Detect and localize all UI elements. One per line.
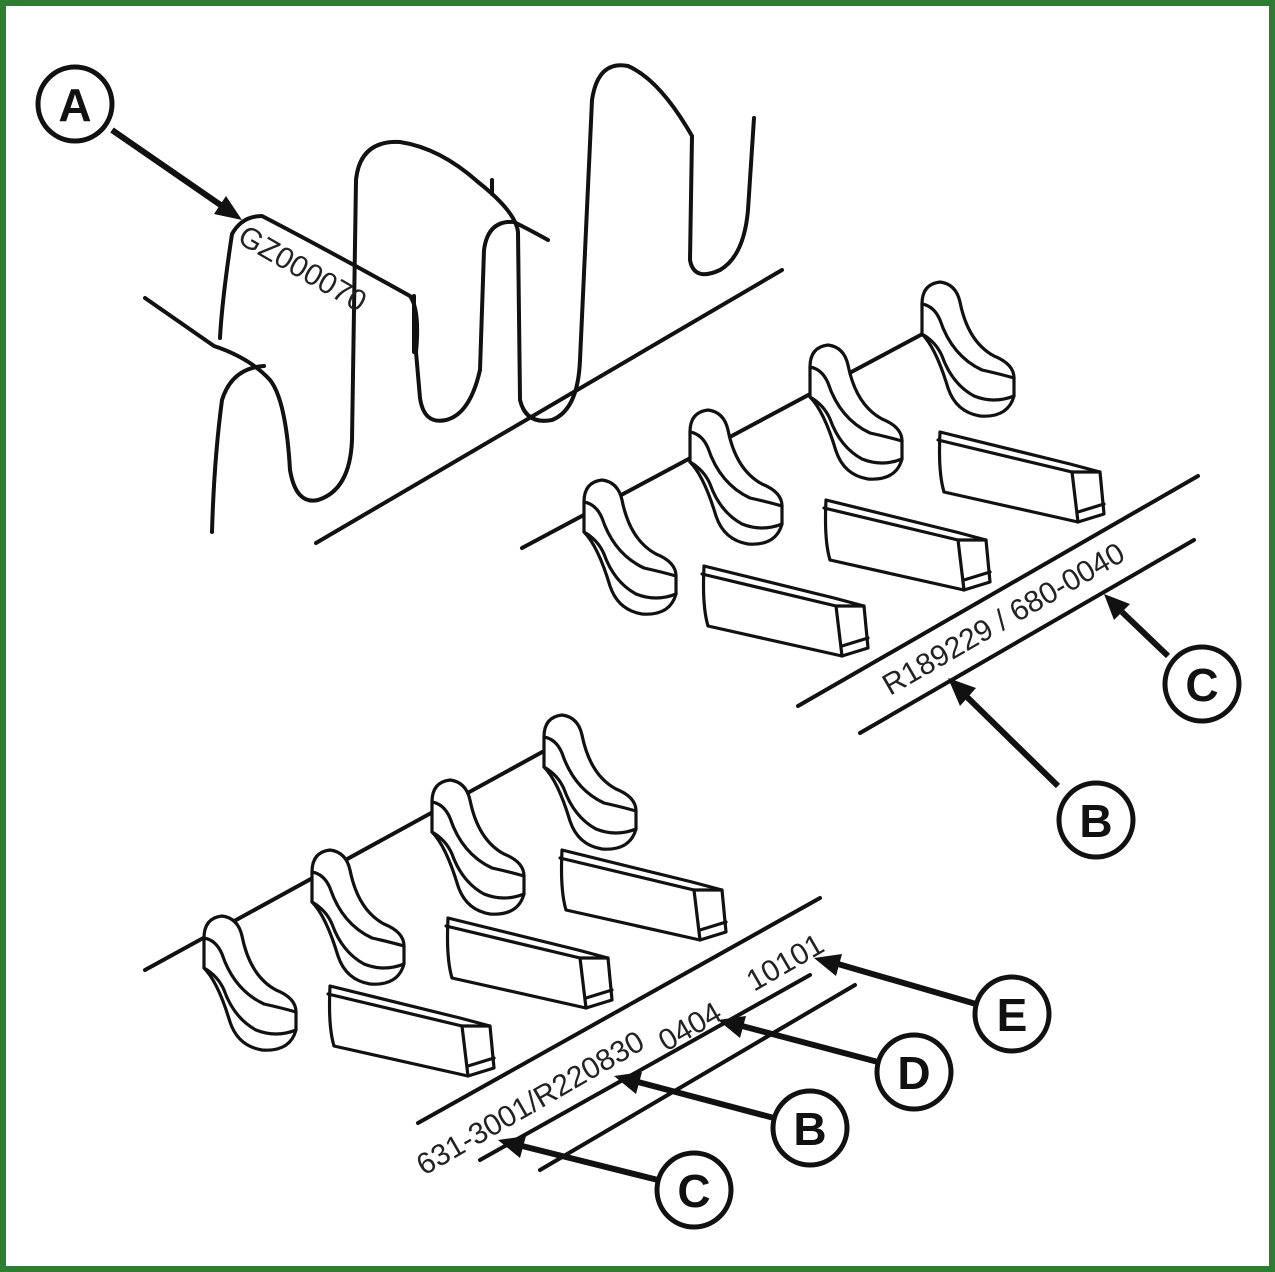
lug bbox=[542, 713, 638, 851]
callout-bottom-e: E bbox=[814, 954, 1052, 1054]
callout-top-b-label: B bbox=[1079, 795, 1112, 847]
bar-tread bbox=[936, 430, 1106, 524]
bar-tread bbox=[700, 564, 870, 658]
lug bbox=[808, 343, 904, 481]
bar-tread bbox=[326, 984, 496, 1078]
callout-top-c: C bbox=[1104, 594, 1242, 724]
lug bbox=[920, 280, 1016, 418]
callout-bottom-c: C bbox=[498, 1136, 734, 1230]
callout-bottom-e-label: E bbox=[997, 989, 1028, 1041]
lug bbox=[582, 478, 678, 616]
lug bbox=[688, 408, 784, 546]
callout-a-label: A bbox=[58, 79, 91, 131]
lug bbox=[202, 914, 298, 1052]
callout-a: A bbox=[35, 64, 242, 220]
callout-bottom-b-label: B bbox=[793, 1103, 826, 1155]
belt-code-marking: GZ000070 bbox=[233, 219, 372, 318]
callout-bottom-d: D bbox=[718, 1016, 954, 1112]
callout-bottom-d-label: D bbox=[897, 1047, 930, 1099]
bar-tread bbox=[444, 916, 614, 1010]
bottom-strip-marking-date: 0404 bbox=[653, 996, 727, 1058]
bar-tread bbox=[822, 498, 992, 592]
callout-top-b: B bbox=[948, 678, 1136, 860]
bar-tread bbox=[558, 848, 728, 942]
lug bbox=[430, 778, 526, 916]
callout-top-c-label: C bbox=[1185, 659, 1218, 711]
lug bbox=[310, 848, 406, 986]
callout-bottom-c-label: C bbox=[677, 1165, 710, 1217]
top-lug-strip: R189229 / 680-0040 bbox=[520, 280, 1200, 735]
toothed-belt: GZ000070 bbox=[143, 63, 784, 545]
callout-bottom-b: B bbox=[614, 1072, 850, 1168]
